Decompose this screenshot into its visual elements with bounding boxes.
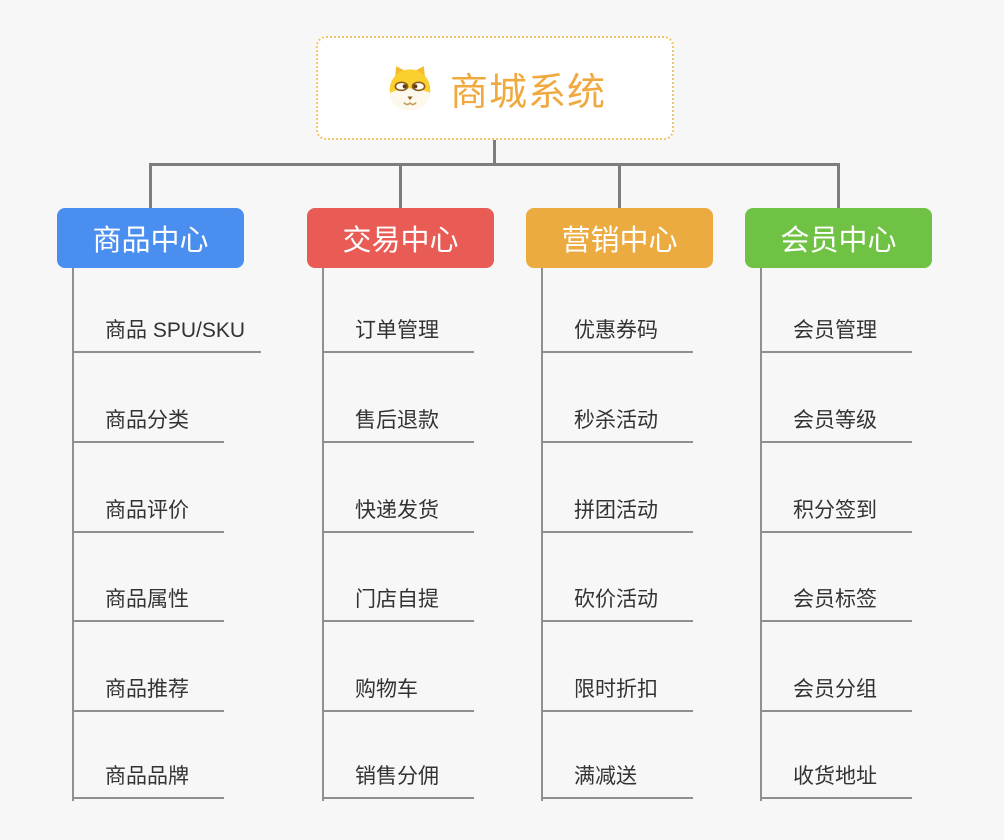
connector-horizontal-bus	[149, 163, 840, 166]
child-node[interactable]: 销售分佣	[322, 757, 474, 799]
child-node[interactable]: 砍价活动	[541, 580, 693, 622]
child-node[interactable]: 会员等级	[760, 401, 912, 443]
dog-face-icon	[384, 62, 436, 114]
child-node[interactable]: 限时折扣	[541, 670, 693, 712]
branch-node-product-center[interactable]: 商品中心	[57, 208, 244, 268]
child-node[interactable]: 商品评价	[72, 491, 224, 533]
child-node[interactable]: 会员标签	[760, 580, 912, 622]
branch-spine-line	[72, 268, 74, 801]
branch-node-member-center[interactable]: 会员中心	[745, 208, 932, 268]
root-node[interactable]: 商城系统	[316, 36, 674, 140]
connector-branch-drop	[618, 163, 621, 208]
child-node[interactable]: 订单管理	[322, 311, 474, 353]
child-node[interactable]: 优惠券码	[541, 311, 693, 353]
child-node[interactable]: 商品品牌	[72, 757, 224, 799]
branch-column: 交易中心 订单管理售后退款快递发货门店自提购物车销售分佣	[307, 208, 567, 808]
child-node[interactable]: 商品分类	[72, 401, 224, 443]
child-node[interactable]: 满减送	[541, 757, 693, 799]
branch-column: 会员中心 会员管理会员等级积分签到会员标签会员分组收货地址	[745, 208, 1004, 808]
child-node[interactable]: 会员管理	[760, 311, 912, 353]
child-node[interactable]: 会员分组	[760, 670, 912, 712]
branch-column: 营销中心 优惠券码秒杀活动拼团活动砍价活动限时折扣满减送	[526, 208, 786, 808]
connector-branch-drop	[837, 163, 840, 208]
branch-column: 商品中心 商品 SPU/SKU 商品分类商品评价商品属性商品推荐商品品牌	[57, 208, 317, 808]
child-node[interactable]: 购物车	[322, 670, 474, 712]
child-node[interactable]: 商品 SPU/SKU	[72, 311, 262, 353]
branch-spine-line	[760, 268, 762, 801]
connector-branch-drop	[149, 163, 152, 208]
child-node[interactable]: 拼团活动	[541, 491, 693, 533]
child-node[interactable]: 收货地址	[760, 757, 912, 799]
child-node[interactable]: 门店自提	[322, 580, 474, 622]
connector-root-vertical	[493, 140, 496, 164]
child-node[interactable]: 快递发货	[322, 491, 474, 533]
child-node[interactable]: 商品推荐	[72, 670, 224, 712]
child-node[interactable]: 秒杀活动	[541, 401, 693, 443]
child-node[interactable]: 售后退款	[322, 401, 474, 443]
branch-spine-line	[541, 268, 543, 801]
branch-spine-line	[322, 268, 324, 801]
branch-node-trade-center[interactable]: 交易中心	[307, 208, 494, 268]
child-node[interactable]: 商品属性	[72, 580, 224, 622]
root-node-title: 商城系统	[449, 71, 606, 114]
child-node[interactable]: 积分签到	[760, 491, 912, 533]
connector-branch-drop	[399, 163, 402, 208]
branch-node-marketing-center[interactable]: 营销中心	[526, 208, 713, 268]
